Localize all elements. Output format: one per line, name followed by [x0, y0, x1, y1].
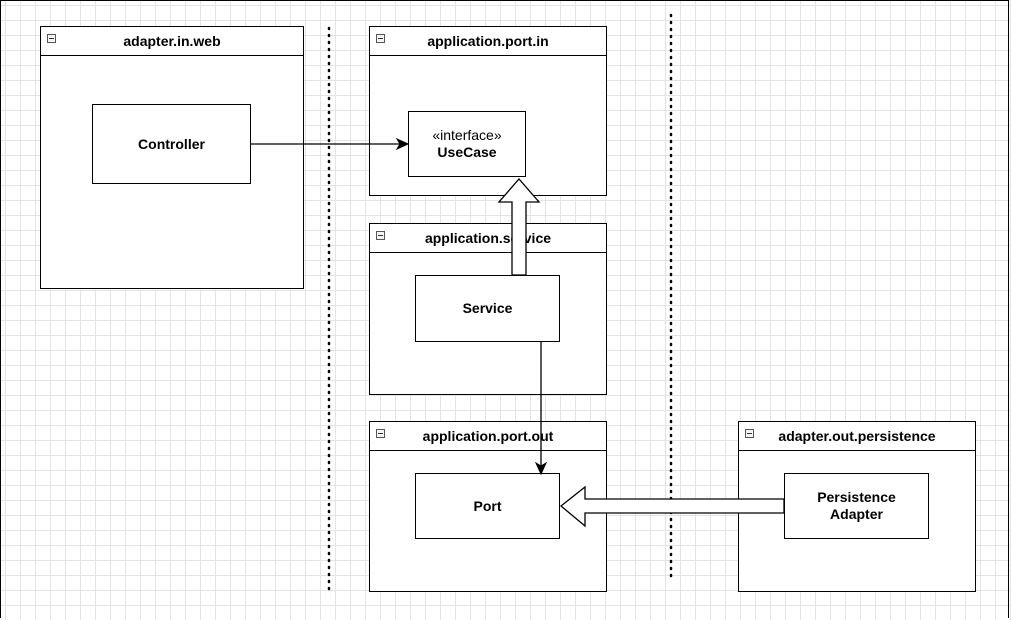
collapse-icon[interactable] — [376, 429, 385, 438]
collapse-icon[interactable] — [745, 429, 754, 438]
package-header: adapter.in.web — [41, 27, 303, 56]
class-name-line-1: Persistence — [817, 489, 896, 505]
package-title: adapter.out.persistence — [778, 428, 936, 444]
package-header: application.port.out — [370, 422, 606, 451]
collapse-icon[interactable] — [376, 231, 385, 240]
class-name: Port — [473, 497, 502, 514]
package-title: application.port.out — [422, 428, 554, 444]
package-header: adapter.out.persistence — [739, 422, 975, 451]
class-port[interactable]: Port — [415, 473, 560, 539]
package-title: adapter.in.web — [123, 33, 221, 49]
class-stereotype: «interface» — [432, 127, 502, 143]
class-name: UseCase — [437, 144, 497, 160]
package-title: application.port.in — [427, 33, 549, 49]
class-usecase[interactable]: «interface» UseCase — [408, 111, 526, 177]
package-title: application.service — [424, 230, 552, 246]
class-service[interactable]: Service — [415, 275, 560, 342]
collapse-icon[interactable] — [376, 34, 385, 43]
class-name: Controller — [138, 135, 205, 152]
class-persistence-adapter[interactable]: Persistence Adapter — [784, 473, 929, 539]
package-header: application.port.in — [370, 27, 606, 56]
collapse-icon[interactable] — [47, 34, 56, 43]
package-header: application.service — [370, 224, 606, 253]
class-name: Service — [462, 300, 513, 316]
class-name-line-2: Adapter — [830, 506, 883, 522]
class-controller[interactable]: Controller — [92, 104, 251, 184]
